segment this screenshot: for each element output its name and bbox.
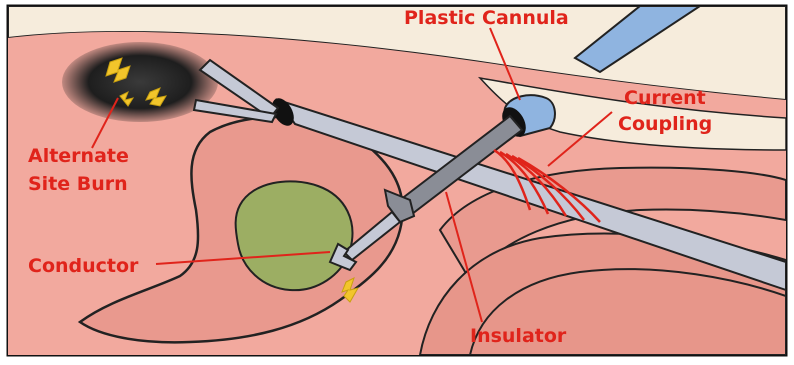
label-alternate-site-burn-1: Alternate: [28, 145, 129, 167]
label-alternate-site-burn-2: Site Burn: [28, 173, 128, 195]
label-current-coupling-2: Coupling: [618, 113, 712, 135]
label-conductor: Conductor: [28, 255, 139, 277]
label-insulator: Insulator: [470, 325, 567, 347]
label-plastic-cannula: Plastic Cannula: [404, 7, 569, 29]
tumor-mass: [236, 181, 353, 290]
label-current-coupling-1: Current: [624, 87, 706, 109]
